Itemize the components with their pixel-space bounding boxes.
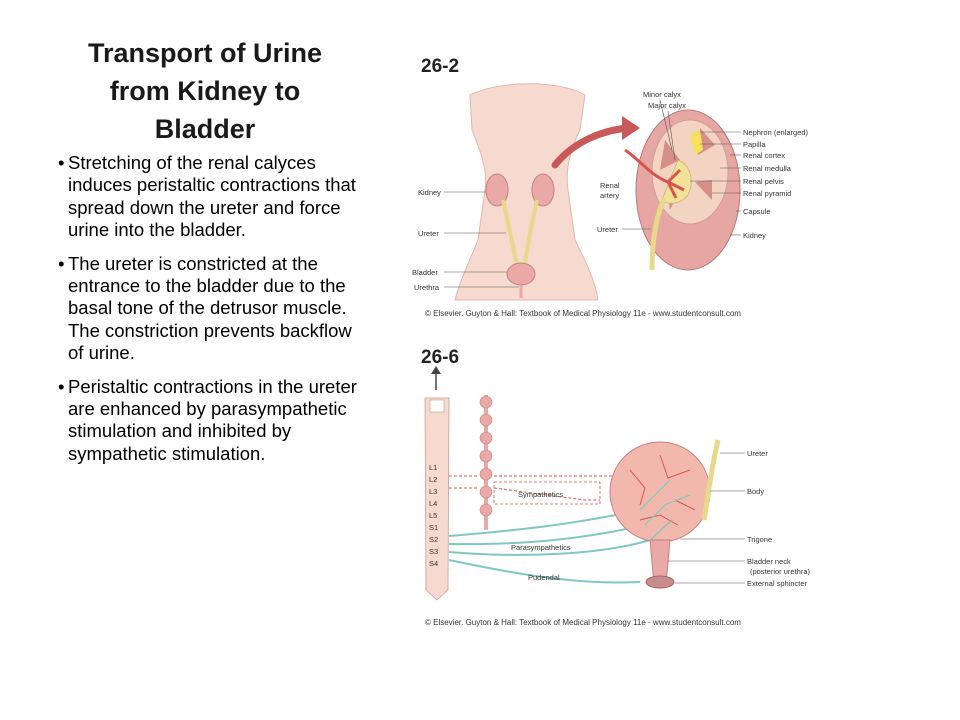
label-major-calyx: Major calyx xyxy=(648,101,686,110)
label-ureter-enlarged: Ureter xyxy=(597,225,618,234)
bullet-item: Stretching of the renal calyces induces … xyxy=(58,152,358,242)
sympathetic-chain xyxy=(479,395,493,530)
label-artery: artery xyxy=(600,191,619,200)
label-ureter: Ureter xyxy=(418,229,439,238)
magnify-arrow xyxy=(551,124,632,169)
spinal-segments: L1 L2 L3 L4 L5 S1 S2 S3 S4 xyxy=(429,463,438,568)
segment-label: L1 xyxy=(429,463,437,472)
renal-pelvis-shape xyxy=(661,159,692,204)
segment-label: L3 xyxy=(429,487,437,496)
label-urethra: Urethra xyxy=(414,283,440,292)
external-sphincter-shape xyxy=(645,575,675,589)
right-labels-26-2: Nephron (enlarged) Papilla Renal cortex … xyxy=(690,128,809,240)
figure-26-2: 26-2 Kidney Ureter Bladder Urethra xyxy=(412,56,809,318)
figure-caption: © Elsevier. Guyton & Hall: Textbook of M… xyxy=(425,309,741,318)
figure-number: 26-6 xyxy=(421,347,459,368)
label-nephron: Nephron (enlarged) xyxy=(743,128,809,137)
segment-label: L2 xyxy=(429,475,437,484)
segment-label: S3 xyxy=(429,547,438,556)
renal-medulla-shape xyxy=(651,119,729,225)
figure-caption: © Elsevier. Guyton & Hall: Textbook of M… xyxy=(425,618,741,627)
label-ureter: Ureter xyxy=(747,449,768,458)
nephron-highlight xyxy=(690,130,703,155)
label-bladder: Bladder xyxy=(412,268,438,277)
ureter-right-shape xyxy=(522,199,539,269)
segment-label: S2 xyxy=(429,535,438,544)
segment-label: L4 xyxy=(429,499,437,508)
label-external-sphincter: External sphincter xyxy=(747,579,808,588)
label-renal-cortex: Renal cortex xyxy=(743,151,785,160)
label-capsule: Capsule xyxy=(743,207,771,216)
up-arrow-icon xyxy=(431,366,441,374)
segment-label: L5 xyxy=(429,511,437,520)
label-kidney-right: Kidney xyxy=(743,231,766,240)
ureter-enlarged-shape xyxy=(649,197,667,271)
bullet-list: Stretching of the renal calyces induces … xyxy=(58,152,358,476)
label-pudendal: Pudendal xyxy=(528,573,560,582)
label-renal-pelvis: Renal pelvis xyxy=(743,177,784,186)
bladder-vessels xyxy=(629,454,696,526)
bullet-item: The ureter is constricted at the entranc… xyxy=(58,253,358,365)
spinal-cord-shape xyxy=(424,397,450,601)
bullet-item: Peristaltic contractions in the ureter a… xyxy=(58,376,358,466)
label-sympathetics: Sympathetics xyxy=(518,490,563,499)
label-renal-pyramid: Renal pyramid xyxy=(743,189,791,198)
figure-26-6: 26-6 L1 L2 L3 L4 L5 S1 S2 S3 S4 Sy xyxy=(421,347,811,627)
label-body: Body xyxy=(747,487,764,496)
ureter-shape xyxy=(701,439,721,521)
pudendal-nerve xyxy=(448,559,641,584)
label-renal: Renal xyxy=(600,181,620,190)
label-minor-calyx: Minor calyx xyxy=(643,90,681,99)
ureter-left-shape xyxy=(501,199,520,269)
label-papilla: Papilla xyxy=(743,140,766,149)
renal-artery-shape xyxy=(624,148,685,199)
label-kidney: Kidney xyxy=(418,188,441,197)
right-labels-26-6: Ureter Body Trigone Bladder neck (poster… xyxy=(668,449,811,588)
bladder-nerves xyxy=(639,479,691,541)
segment-label: S1 xyxy=(429,523,438,532)
sympathetic-nerve xyxy=(449,475,620,501)
label-parasympathetics: Parasympathetics xyxy=(511,543,571,552)
kidney-left-shape xyxy=(485,173,509,207)
label-trigone: Trigone xyxy=(747,535,772,544)
label-bladder-neck: Bladder neck xyxy=(747,557,791,566)
bladder-shape xyxy=(506,262,536,286)
body-silhouette xyxy=(454,83,599,301)
segment-label: S4 xyxy=(429,559,438,568)
bladder-body-shape xyxy=(609,441,711,543)
label-posterior-urethra: (posterior urethra) xyxy=(750,567,811,576)
slide-title: Transport of Urine from Kidney to Bladde… xyxy=(87,38,323,144)
figure-number: 26-2 xyxy=(421,56,459,77)
label-renal-medulla: Renal medulla xyxy=(743,164,792,173)
kidney-right-shape xyxy=(531,173,555,207)
arrow-head xyxy=(622,116,640,140)
